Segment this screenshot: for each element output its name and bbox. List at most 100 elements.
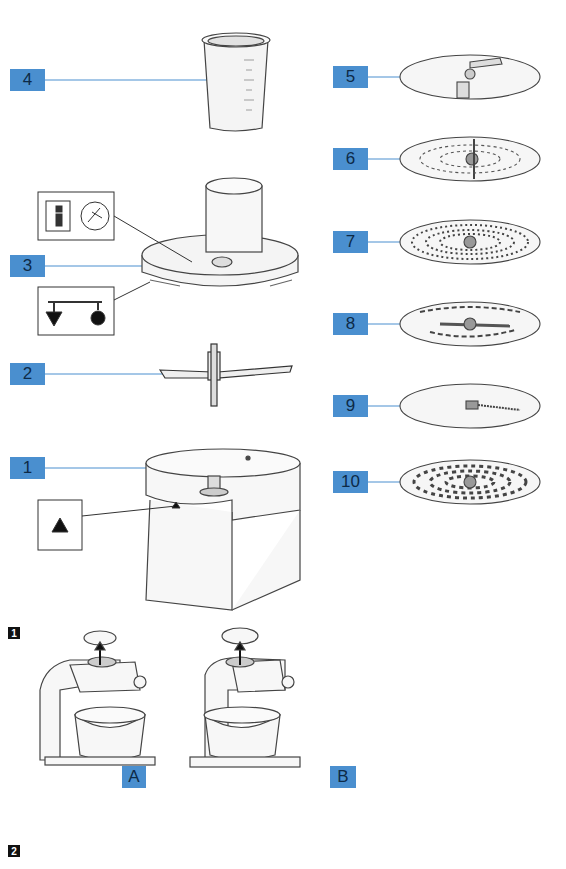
knife-blade [160,344,292,406]
discs-part [466,153,478,165]
kitchen-machine-a-part [75,707,145,723]
symbol-box-part [38,287,114,335]
leader-lines [45,77,405,482]
bowl-part [232,510,300,610]
measuring-jug-part-part [246,110,252,111]
discs-part-part [430,330,515,337]
variant-label: A [122,766,146,788]
kitchen-machine-a [40,631,155,765]
variant-label: B [330,766,356,788]
callout-number: 9 [333,395,368,417]
leader-lines-part [45,468,150,469]
callout-number: 2 [10,363,45,385]
knife-blade-part [160,370,212,378]
bowl-part [246,456,250,460]
discs-part-part [426,230,514,254]
discs-part [400,384,540,428]
symbol-box-part [56,206,62,212]
discs-part [414,466,526,498]
lid-with-feed-tube [142,178,298,286]
discs-part [400,137,540,181]
discs-part [400,460,540,504]
symbol-box-part [38,192,114,240]
symbol-box [38,192,192,335]
discs-part-part [414,466,526,498]
symbol-box-part [88,208,102,222]
kitchen-machine-b-part [205,658,285,760]
discs-part [420,145,520,173]
measuring-jug-part [202,33,270,47]
symbol-box-part [114,282,150,300]
lid-with-feed-tube-part [150,280,292,286]
measuring-jug [202,33,270,131]
symbol-box [38,500,180,550]
measuring-jug-part-part [244,60,254,61]
kitchen-machine-b-part [204,707,280,723]
symbol-box-part [56,214,62,226]
lid-with-feed-tube-part [212,257,232,267]
figure-number: 2 [8,845,20,857]
kitchen-machine-b-part [190,757,300,767]
symbol-box-part [48,301,102,303]
knife-blade-part [218,366,292,378]
symbol-box-part [172,502,180,508]
leader-lines-part [45,80,210,81]
discs-part [412,225,528,259]
discs [400,55,540,504]
kitchen-machine-a-part [95,642,105,650]
kitchen-machine-a-part [134,676,146,688]
discs-part-part [420,145,520,173]
callout-number: 7 [333,231,368,253]
kitchen-machine-a-part [88,657,116,667]
symbol-box-part [91,311,105,325]
measuring-jug-part [208,36,264,46]
symbol-box-part [81,202,109,230]
discs-part [470,58,502,68]
discs-part [478,405,520,410]
kitchen-machine-b-part [282,676,294,688]
symbol-box-part [46,312,62,326]
discs-part-part [440,151,500,167]
discs-part [464,318,476,330]
callout-number: 1 [10,457,45,479]
bowl [146,449,300,610]
kitchen-machine-b [190,628,300,767]
discs-part [420,307,520,337]
callout-number: 3 [10,255,45,277]
discs-part [465,69,475,79]
callout-number: 8 [333,313,368,335]
bowl-part [200,488,228,496]
symbol-box-part [38,500,82,550]
measuring-jug-part [204,40,268,131]
leader-lines-part [45,266,145,267]
discs-part [400,220,540,264]
discs-part [400,55,540,99]
bowl-part [146,500,232,610]
callout-number: 6 [333,148,368,170]
discs-part [457,82,469,98]
measuring-jug-part-part [244,80,254,81]
kitchen-machine-a-part [45,757,155,765]
kitchen-machine-b-part [235,642,245,650]
callout-number: 4 [10,69,45,91]
measuring-jug-part-part [244,100,254,101]
symbol-box-part [114,216,192,262]
symbol-box-part [97,302,99,310]
symbol-box-part [82,506,176,516]
measuring-jug-part-part [246,90,252,91]
symbol-box-part [46,201,70,231]
discs-part-part [446,476,494,488]
figure-number: 1 [8,627,20,639]
discs-part-part [420,307,520,312]
lid-with-feed-tube-part [206,186,262,252]
symbol-box-part [52,518,68,532]
discs-part [466,401,478,409]
callout-number: 5 [333,66,368,88]
measuring-jug-part [244,60,254,110]
discs-part [464,236,476,248]
knife-blade-part [211,344,217,406]
leader-lines-part [45,374,165,375]
lid-with-feed-tube-part [206,178,262,194]
callout-number: 10 [333,471,368,493]
